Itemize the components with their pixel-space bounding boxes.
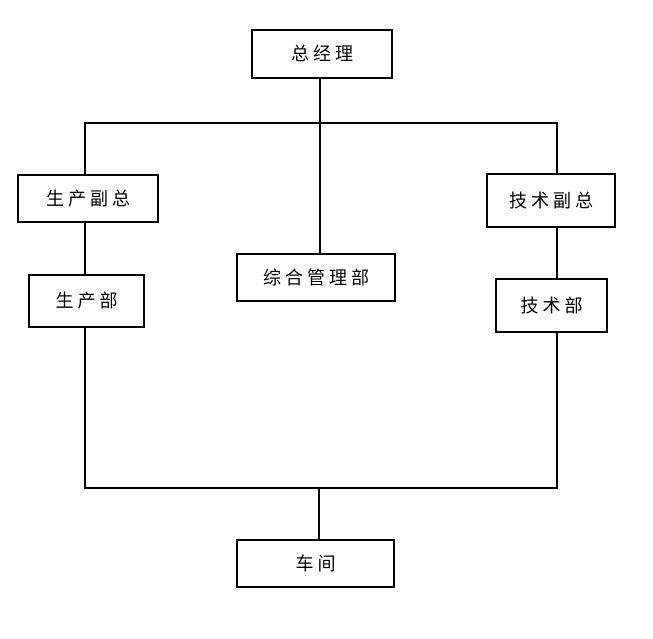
- connector-bottom-rail: [84, 487, 558, 489]
- connector-rail-to-technical-vp: [556, 122, 558, 174]
- connector-production-vp-to-dept: [84, 222, 86, 275]
- node-workshop-label: 车间: [295, 553, 340, 574]
- connector-rail-to-admin-dept: [319, 122, 321, 254]
- node-workshop: 车间: [236, 539, 395, 588]
- node-production-vice-president-label: 生产副总: [46, 188, 134, 209]
- node-technical-vice-president: 技术副总: [486, 173, 616, 228]
- connector-rail-to-production-vp: [84, 122, 86, 175]
- node-technical-vice-president-label: 技术副总: [509, 190, 597, 211]
- node-production-department: 生产部: [28, 274, 145, 328]
- node-production-department-label: 生产部: [55, 291, 122, 311]
- node-general-manager-label: 总经理: [291, 44, 357, 64]
- node-technical-department: 技术部: [495, 278, 608, 333]
- node-general-manager: 总经理: [251, 29, 393, 79]
- node-general-admin-department: 综合管理部: [236, 253, 396, 302]
- connector-rail-to-workshop: [318, 489, 320, 540]
- node-technical-department-label: 技术部: [520, 295, 587, 316]
- connector-technical-vp-to-dept: [556, 227, 558, 279]
- node-production-vice-president: 生产副总: [17, 174, 159, 223]
- connector-technical-dept-down: [556, 332, 558, 489]
- connector-general-manager-down: [319, 77, 321, 124]
- connector-production-dept-down: [84, 327, 86, 489]
- connector-top-rail: [84, 122, 558, 124]
- node-general-admin-department-label: 综合管理部: [263, 267, 373, 288]
